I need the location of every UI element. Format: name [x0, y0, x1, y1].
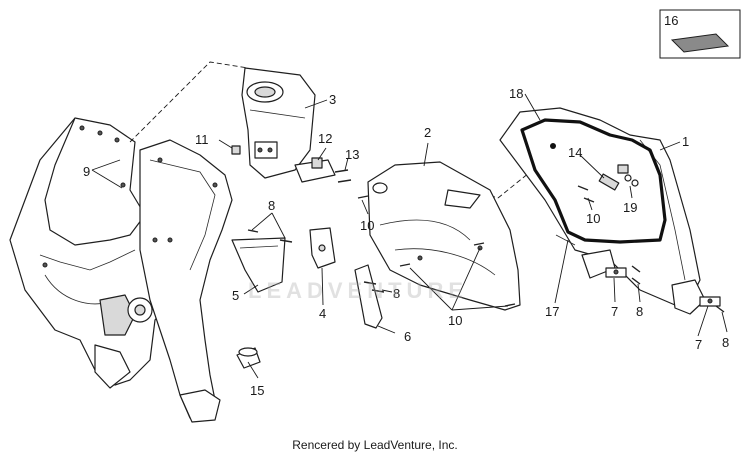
part-3-glove-box [241, 67, 316, 179]
part-8-screws-center [363, 281, 385, 293]
callout-14: 14 [568, 145, 582, 160]
part-7-clips [605, 267, 721, 307]
callout-5: 5 [232, 288, 239, 303]
part-6-bracket [354, 264, 383, 329]
leader-lines [91, 93, 728, 379]
part-8-screws-left [247, 229, 293, 243]
callout-8-right: 8 [636, 304, 643, 319]
callout-7-left: 7 [611, 304, 618, 319]
part-12-bracket [294, 157, 336, 183]
callout-19: 19 [623, 200, 637, 215]
part-13-screws [334, 169, 352, 183]
part-18-seal-strip [520, 118, 667, 244]
callout-10-center: 10 [448, 313, 462, 328]
callout-3: 3 [329, 92, 336, 107]
part-14-hardware [598, 164, 629, 191]
part-5-bracket [231, 237, 286, 293]
part-16-inset [659, 9, 741, 59]
callout-15: 15 [250, 383, 264, 398]
part-15-knob [236, 347, 261, 369]
part-9-inner-frame [139, 139, 233, 423]
callout-11: 11 [195, 132, 209, 147]
part-9-rear-body-panel [9, 117, 171, 389]
callout-8-top: 8 [268, 198, 275, 213]
callout-12: 12 [318, 131, 332, 146]
callout-16: 16 [664, 13, 678, 28]
callout-7-right: 7 [695, 337, 702, 352]
callout-9: 9 [83, 164, 90, 179]
callout-4: 4 [319, 306, 326, 321]
callout-1: 1 [682, 134, 689, 149]
part-19-nuts [624, 174, 639, 187]
callout-10-right: 10 [586, 211, 600, 226]
callout-labels: 1 2 3 4 5 6 7 7 8 8 8 8 9 10 10 10 11 12… [83, 13, 729, 398]
alignment-line-upper [129, 61, 249, 143]
callout-6: 6 [404, 329, 411, 344]
callout-17: 17 [545, 304, 559, 319]
callout-18: 18 [509, 86, 523, 101]
watermark: LEADVENTURE [248, 278, 469, 303]
part-18-seal-marker [550, 143, 556, 149]
callout-10-left: 10 [360, 218, 374, 233]
part-11-clip [231, 145, 241, 155]
callout-13: 13 [345, 147, 359, 162]
part-4-cover [309, 227, 336, 269]
part-17-trim [555, 234, 576, 246]
callout-8-center: 8 [393, 286, 400, 301]
part-8-screws-right [631, 265, 725, 313]
footer-credit: Rencered by LeadVenture, Inc. [292, 438, 458, 452]
part-1-outer-shell [499, 107, 706, 315]
callout-2: 2 [424, 125, 431, 140]
callout-8-far-right: 8 [722, 335, 729, 350]
part-2-inner-panel [367, 161, 521, 311]
